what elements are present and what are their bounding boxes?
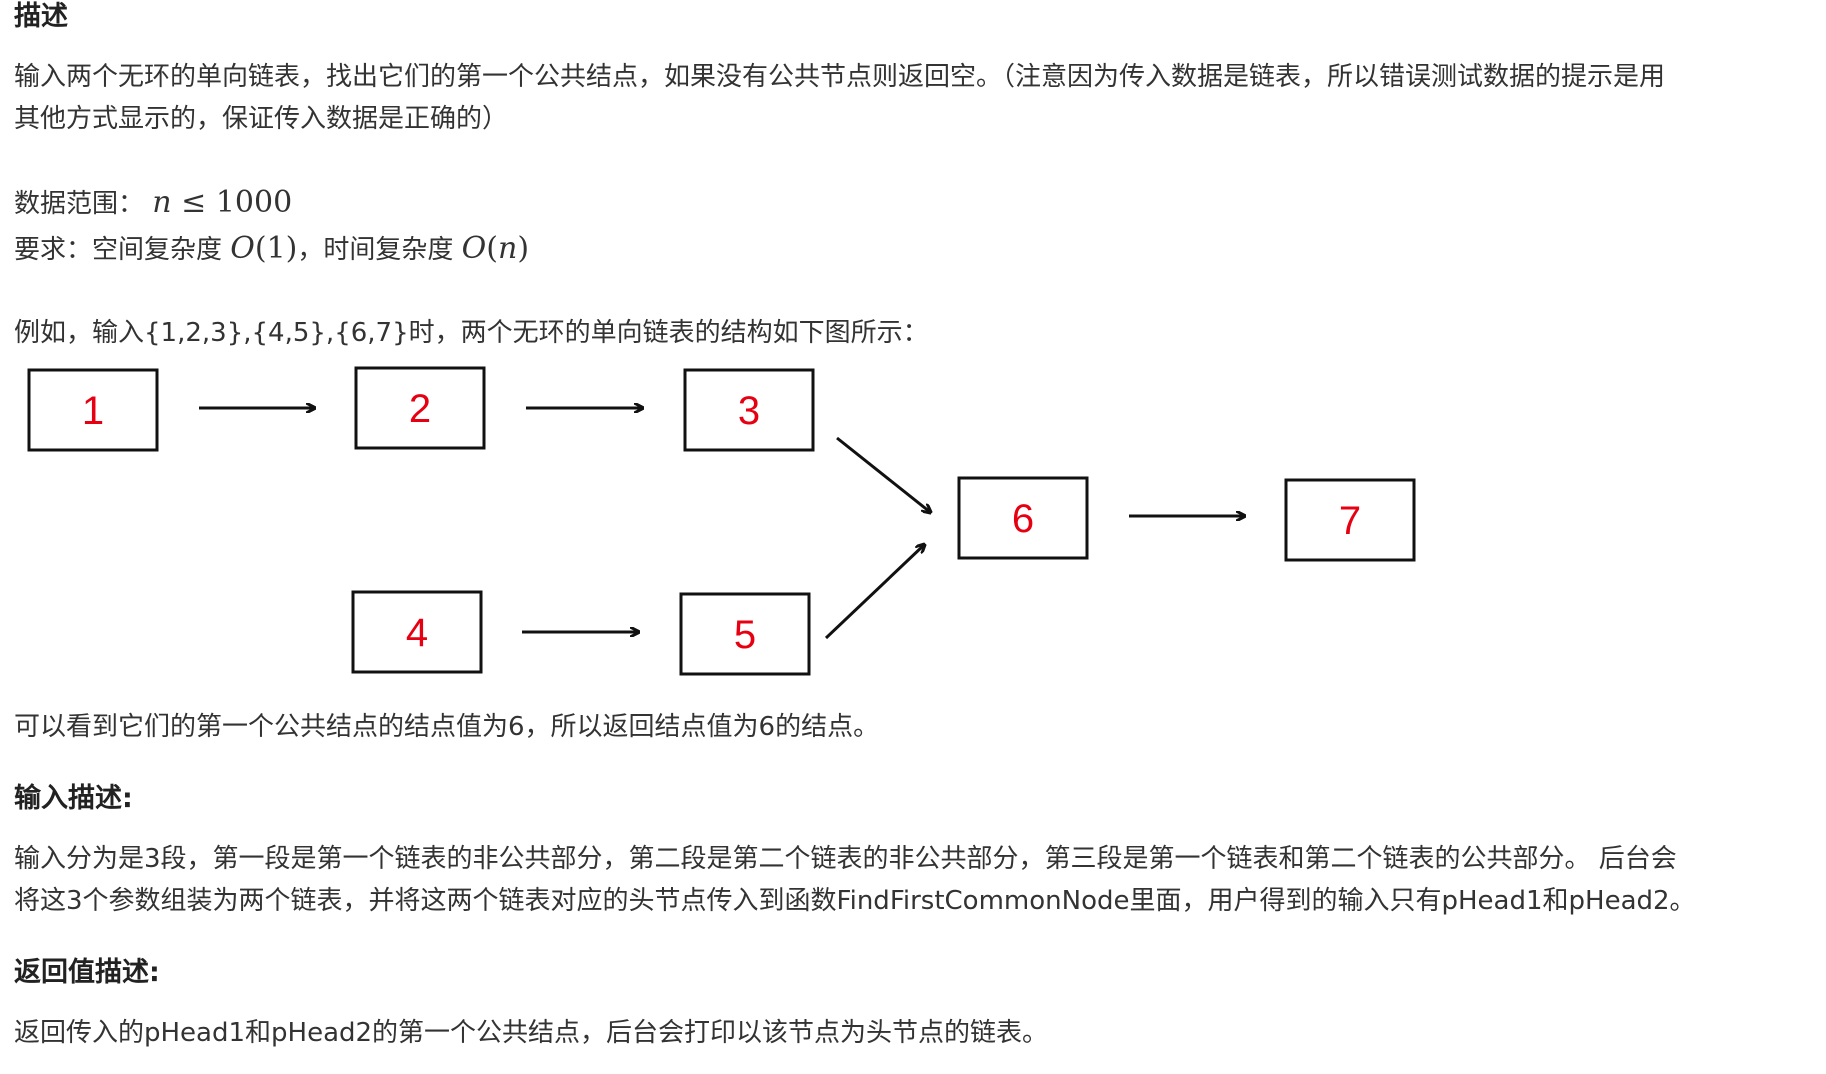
node-box [1284, 478, 1416, 562]
return-description-heading: 返回值描述: [14, 957, 160, 988]
requirement-line: 要求：空间复杂度 O(1)，时间复杂度 O(n) [14, 228, 529, 271]
list-node-3: 3 [683, 368, 815, 452]
result-line: 可以看到它们的第一个公共结点的结点值为6，所以返回结点值为6的结点。 [14, 712, 880, 742]
node-label: 6 [1012, 497, 1034, 541]
arrow-3-to-6 [836, 436, 930, 512]
example-line: 例如，输入{1,2,3},{4,5},{6,7}时，两个无环的单向链表的结构如下… [14, 318, 929, 348]
node-box [957, 476, 1089, 560]
input-description-heading: 输入描述: [14, 783, 133, 814]
list-node-2: 2 [354, 366, 486, 450]
space-complexity: O(1) [230, 231, 298, 266]
node-box [351, 590, 483, 674]
node-label: 2 [409, 387, 431, 431]
data-range-formula: n ≤ 1000 [152, 185, 293, 220]
arrow-5-to-6 [824, 545, 924, 640]
node-label: 7 [1339, 499, 1361, 543]
node-label: 5 [734, 613, 756, 657]
linked-list-diagram: 1 2 3 4 5 6 7 [27, 366, 1416, 676]
node-label: 3 [738, 389, 760, 433]
list-node-4: 4 [351, 590, 483, 674]
data-range-line: 数据范围： n ≤ 1000 [14, 182, 292, 225]
list-node-5: 5 [679, 592, 811, 676]
node-label: 1 [82, 389, 104, 433]
description-line-2: 其他方式显示的，保证传入数据是正确的） [14, 104, 509, 134]
time-complexity: O(n) [461, 231, 530, 266]
list-node-1: 1 [27, 368, 159, 452]
input-description-line-1: 输入分为是3段，第一段是第一个链表的非公共部分，第二段是第二个链表的非公共部分，… [14, 844, 1677, 874]
node-box [683, 368, 815, 452]
requirement-separator: ，时间复杂度 [297, 235, 454, 265]
list-node-7: 7 [1284, 478, 1416, 562]
description-heading: 描述 [14, 1, 68, 32]
node-box [679, 592, 811, 676]
description-line-1: 输入两个无环的单向链表，找出它们的第一个公共结点，如果没有公共节点则返回空。（注… [14, 62, 1666, 92]
data-range-label: 数据范围： [14, 189, 145, 219]
node-label: 4 [406, 611, 428, 655]
return-description-line: 返回传入的pHead1和pHead2的第一个公共结点，后台会打印以该节点为头节点… [14, 1018, 1049, 1048]
input-description-line-2: 将这3个参数组装为两个链表，并将这两个链表对应的头节点传入到函数FindFirs… [14, 886, 1696, 916]
requirement-label: 要求：空间复杂度 [14, 235, 223, 265]
list-node-6: 6 [957, 476, 1089, 560]
node-box [27, 368, 159, 452]
node-box [354, 366, 486, 450]
